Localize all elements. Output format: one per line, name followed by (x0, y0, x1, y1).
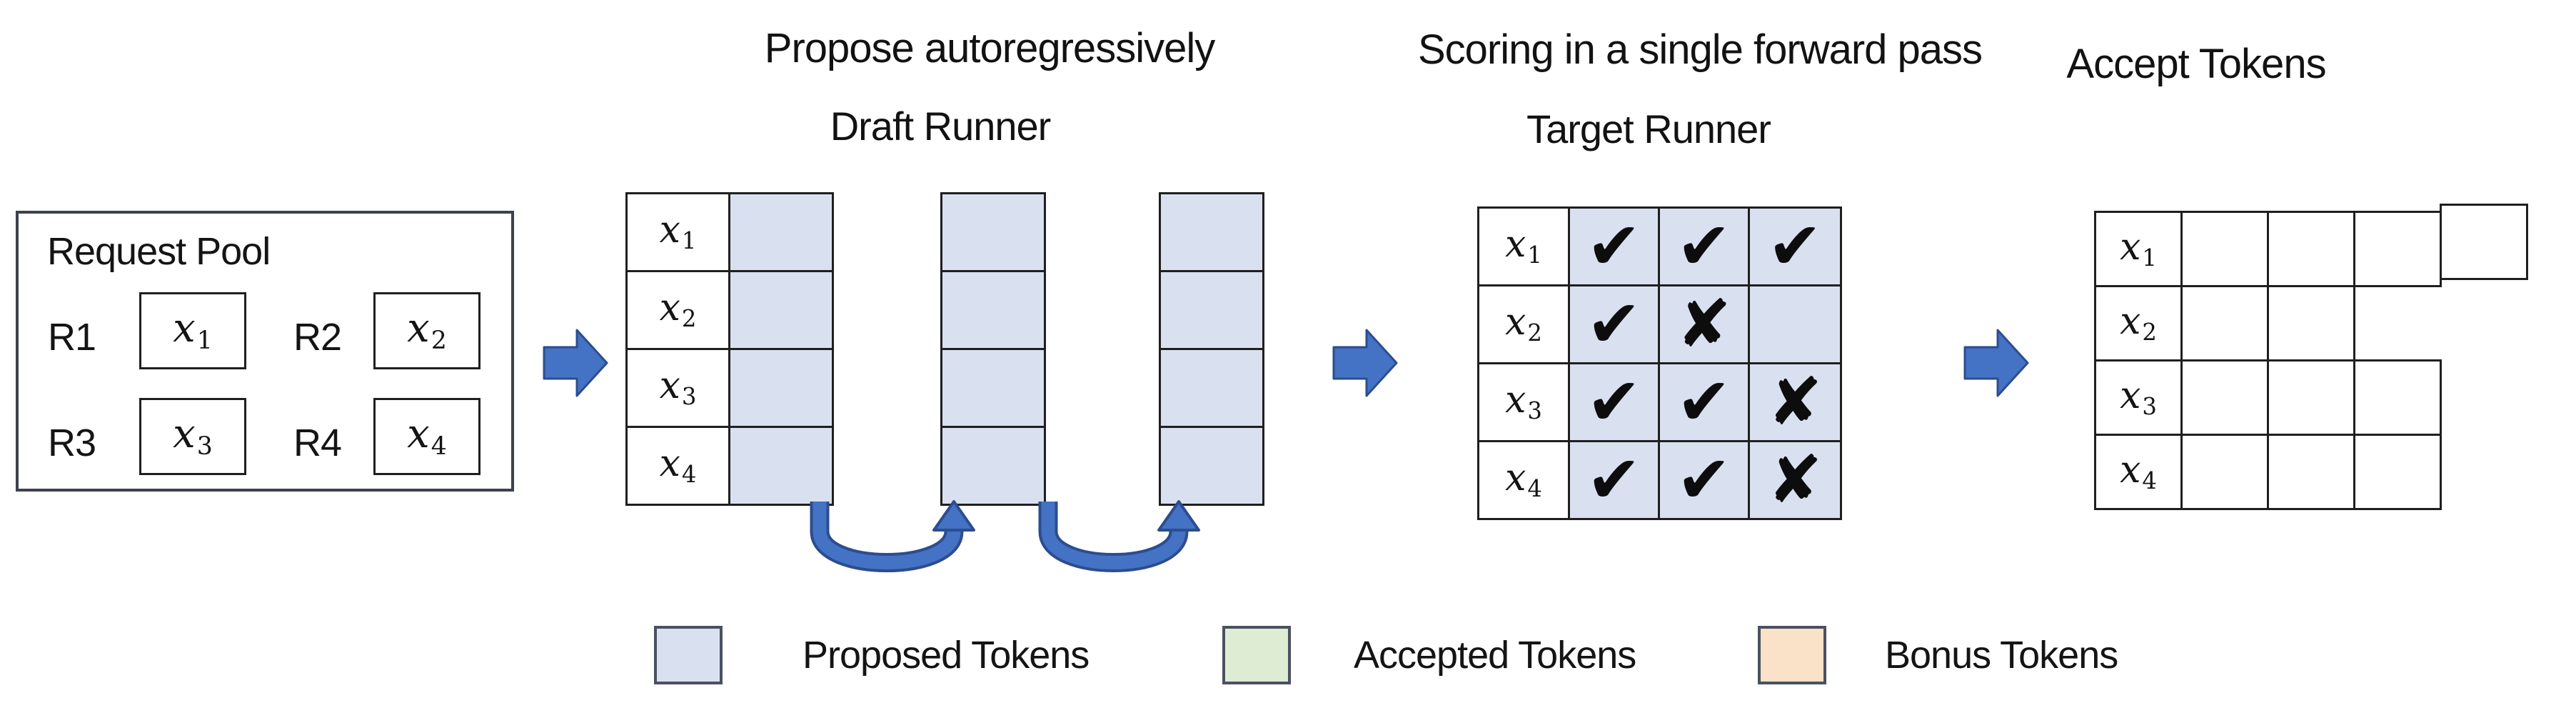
request-token-box-r1: x1 (139, 292, 246, 369)
accept-tokens-grid: x1 x2 x3 x4 (2094, 204, 2528, 510)
accept-cell (2180, 285, 2269, 362)
accepted-tokens-label: Accepted Tokens (1354, 634, 1636, 677)
request-pool-title: Request Pool (47, 230, 271, 273)
accept-label-cell: x3 (2094, 359, 2183, 436)
draft-proposed-cell (1161, 428, 1262, 504)
draft-label-cell: x4 (628, 428, 730, 504)
proposed-tokens-swatch (654, 626, 723, 684)
draft-proposed-cell (942, 350, 1044, 426)
draft-row: x1 (628, 194, 832, 272)
target-label-cell: x1 (1479, 209, 1570, 284)
draft-proposed-cell (942, 272, 1044, 348)
token-label-x2: x2 (407, 304, 447, 355)
accept-cell (2353, 211, 2442, 287)
target-section-heading: Scoring in a single forward pass (1417, 26, 1983, 73)
target-label-cell: x3 (1479, 364, 1570, 440)
accept-cell (2180, 434, 2269, 510)
draft-row: x2 (628, 272, 832, 350)
target-mark-cell: ✔ (1570, 442, 1660, 518)
accept-section-heading: Accept Tokens (2066, 41, 2326, 87)
target-mark-cell: ✔ (1660, 442, 1750, 518)
accept-cell (2180, 211, 2269, 287)
draft-proposed-cell (1161, 272, 1262, 348)
token-label-x3: x3 (173, 410, 213, 461)
accept-cell (2180, 359, 2269, 436)
arrow-right-icon (1332, 329, 1398, 397)
loop-arrow-icon (1038, 500, 1200, 572)
target-mark-cell: ✔ (1660, 364, 1750, 440)
draft-grid-step2 (940, 192, 1046, 506)
target-section-subheading: Target Runner (1526, 106, 1771, 151)
bonus-tokens-swatch (1758, 626, 1826, 684)
request-token-box-r2: x2 (373, 292, 481, 369)
accept-label-cell: x1 (2094, 211, 2183, 287)
target-row: x1 ✔ ✔ ✔ (1479, 209, 1840, 286)
draft-row: x4 (628, 428, 832, 504)
request-pool-panel: Request Pool R1 x1 R2 x2 R3 x3 R4 x4 (16, 211, 514, 492)
request-id-r4: R4 (293, 422, 342, 464)
target-label-cell: x4 (1479, 442, 1570, 518)
request-token-box-r4: x4 (373, 398, 481, 475)
token-label-x4: x4 (407, 410, 447, 461)
arrow-right-icon (1963, 329, 2029, 397)
token-label-x1: x1 (173, 304, 213, 355)
arrow-right-icon (543, 329, 608, 397)
target-row: x3 ✔ ✔ ✘ (1479, 364, 1840, 442)
accept-cell (2267, 211, 2355, 287)
draft-proposed-cell (1161, 194, 1262, 270)
request-id-r1: R1 (48, 316, 96, 359)
target-row: x2 ✔ ✘ (1479, 286, 1840, 364)
request-id-r2: R2 (293, 316, 342, 359)
bonus-tokens-label: Bonus Tokens (1885, 634, 2118, 677)
loop-arrow-icon (810, 500, 975, 572)
draft-proposed-cell (1161, 350, 1262, 426)
draft-proposed-cell (730, 428, 832, 504)
proposed-tokens-label: Proposed Tokens (803, 634, 1090, 677)
request-id-r3: R3 (48, 422, 96, 464)
target-mark-cell: ✔ (1570, 364, 1660, 440)
accept-cell (2267, 359, 2355, 436)
bonus-cell (2267, 285, 2355, 362)
accept-cell (2267, 434, 2355, 510)
accept-row: x2 (2094, 285, 2528, 362)
target-mark-cell: ✔ (1570, 209, 1660, 284)
accept-label-cell: x4 (2094, 434, 2183, 510)
draft-grid-step3 (1159, 192, 1264, 506)
target-mark-cell: ✘ (1660, 286, 1750, 362)
draft-label-cell: x1 (628, 194, 730, 270)
target-grid: x1 ✔ ✔ ✔ x2 ✔ ✘ x3 ✔ ✔ ✘ x4 ✔ ✔ ✘ (1477, 206, 1842, 520)
accept-row: x4 (2094, 434, 2528, 510)
target-mark-cell: ✔ (1570, 286, 1660, 362)
target-mark-cell: ✔ (1660, 209, 1750, 284)
request-token-box-r3: x3 (139, 398, 246, 475)
target-mark-cell: ✘ (1750, 442, 1840, 518)
autoregressive-loop-arrows (810, 500, 1200, 572)
bonus-cell (2440, 204, 2528, 280)
target-mark-cell: ✘ (1750, 364, 1840, 440)
draft-proposed-cell (730, 194, 832, 270)
bonus-cell (2353, 434, 2442, 510)
draft-row: x3 (628, 350, 832, 428)
draft-label-cell: x2 (628, 272, 730, 348)
bonus-cell (2353, 359, 2442, 436)
draft-label-cell: x3 (628, 350, 730, 426)
target-mark-cell (1750, 286, 1840, 362)
target-row: x4 ✔ ✔ ✘ (1479, 442, 1840, 518)
draft-proposed-cell (942, 428, 1044, 504)
accept-row: x1 (2094, 204, 2528, 287)
draft-grid-step1: x1 x2 x3 x4 (625, 192, 834, 506)
accept-label-cell: x2 (2094, 285, 2183, 362)
accept-row: x3 (2094, 359, 2528, 436)
draft-proposed-cell (942, 194, 1044, 270)
draft-proposed-cell (730, 272, 832, 348)
draft-proposed-cell (730, 350, 832, 426)
target-label-cell: x2 (1479, 286, 1570, 362)
accepted-tokens-swatch (1222, 626, 1291, 684)
target-mark-cell: ✔ (1750, 209, 1840, 284)
draft-section-heading: Propose autoregressively (764, 25, 1215, 71)
draft-section-subheading: Draft Runner (830, 104, 1052, 149)
